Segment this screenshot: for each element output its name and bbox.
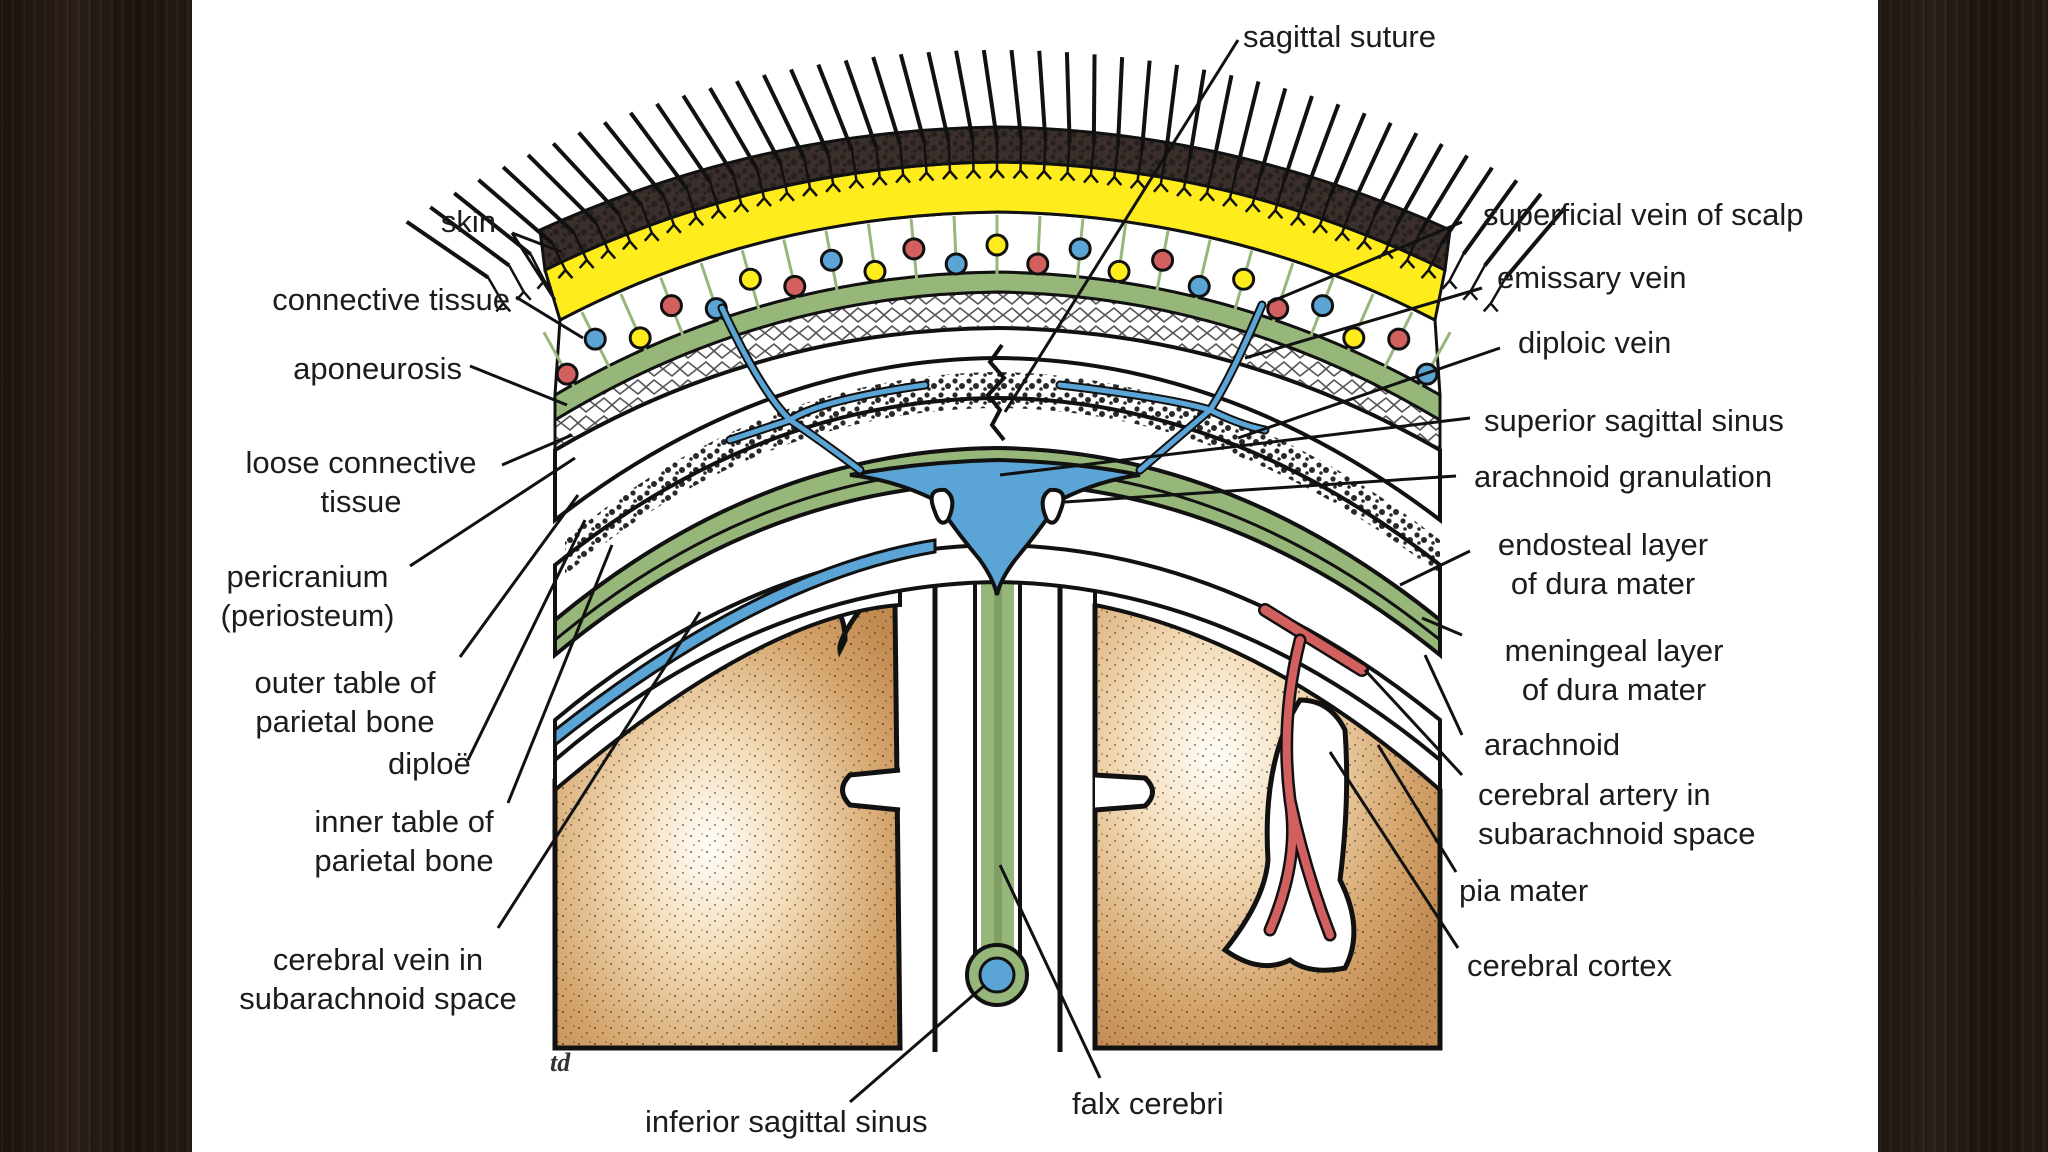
label-inferior-sagittal-sinus: inferior sagittal sinus: [645, 1104, 928, 1139]
label-skin: skin: [440, 204, 496, 239]
wood-border-right: [1856, 0, 2048, 1152]
artist-signature: td: [550, 1048, 571, 1077]
label-pia-mater: pia mater: [1459, 873, 1589, 908]
sagittal-suture-shape: [985, 343, 1007, 442]
label-arachnoid-granulation: arachnoid granulation: [1474, 459, 1773, 494]
label-outer-table: outer table of parietal bone: [254, 665, 436, 739]
wood-border-left: [0, 0, 192, 1152]
scalp-hair: [405, 49, 1567, 280]
superior-sagittal-sinus-shape: [849, 457, 1141, 596]
label-aponeurosis: aponeurosis: [293, 351, 462, 386]
scalp-vessels: [555, 233, 1439, 386]
label-superficial-vein: superficial vein of scalp: [1483, 197, 1804, 232]
label-diploic-vein: diploic vein: [1518, 325, 1672, 360]
label-sagittal-suture: sagittal suture: [1243, 19, 1436, 54]
falx-cerebri-structure: [932, 550, 1063, 1052]
label-cerebral-vein: cerebral vein in subarachnoid space: [239, 942, 517, 1016]
cerebral-artery-shape: [1258, 603, 1369, 942]
label-arachnoid: arachnoid: [1484, 727, 1621, 762]
label-meningeal-layer: meningeal layer of dura mater: [1504, 633, 1724, 707]
label-inner-table: inner table of parietal bone: [314, 804, 494, 878]
label-connective-tissue: connective tissue: [272, 282, 510, 317]
leader-lines: [409, 39, 1501, 1104]
label-cerebral-cortex: cerebral cortex: [1467, 948, 1673, 983]
label-emissary-vein: emissary vein: [1497, 260, 1687, 295]
label-cerebral-artery: cerebral artery in subarachnoid space: [1478, 777, 1756, 851]
label-superior-sagittal-sinus: superior sagittal sinus: [1484, 403, 1784, 438]
label-falx-cerebri: falx cerebri: [1072, 1086, 1224, 1121]
inferior-sagittal-sinus-shape: [965, 943, 1029, 1007]
hair-follicles: [487, 140, 1507, 313]
label-pericranium: pericranium (periosteum): [220, 559, 395, 633]
label-loose-connective-tissue: loose connective tissue: [245, 445, 477, 519]
label-endosteal-layer: endosteal layer of dura mater: [1497, 527, 1709, 601]
cerebral-cortex-left: [552, 598, 903, 1051]
cerebral-vein-shape: [553, 538, 937, 749]
label-diploe: diploë: [388, 746, 471, 781]
